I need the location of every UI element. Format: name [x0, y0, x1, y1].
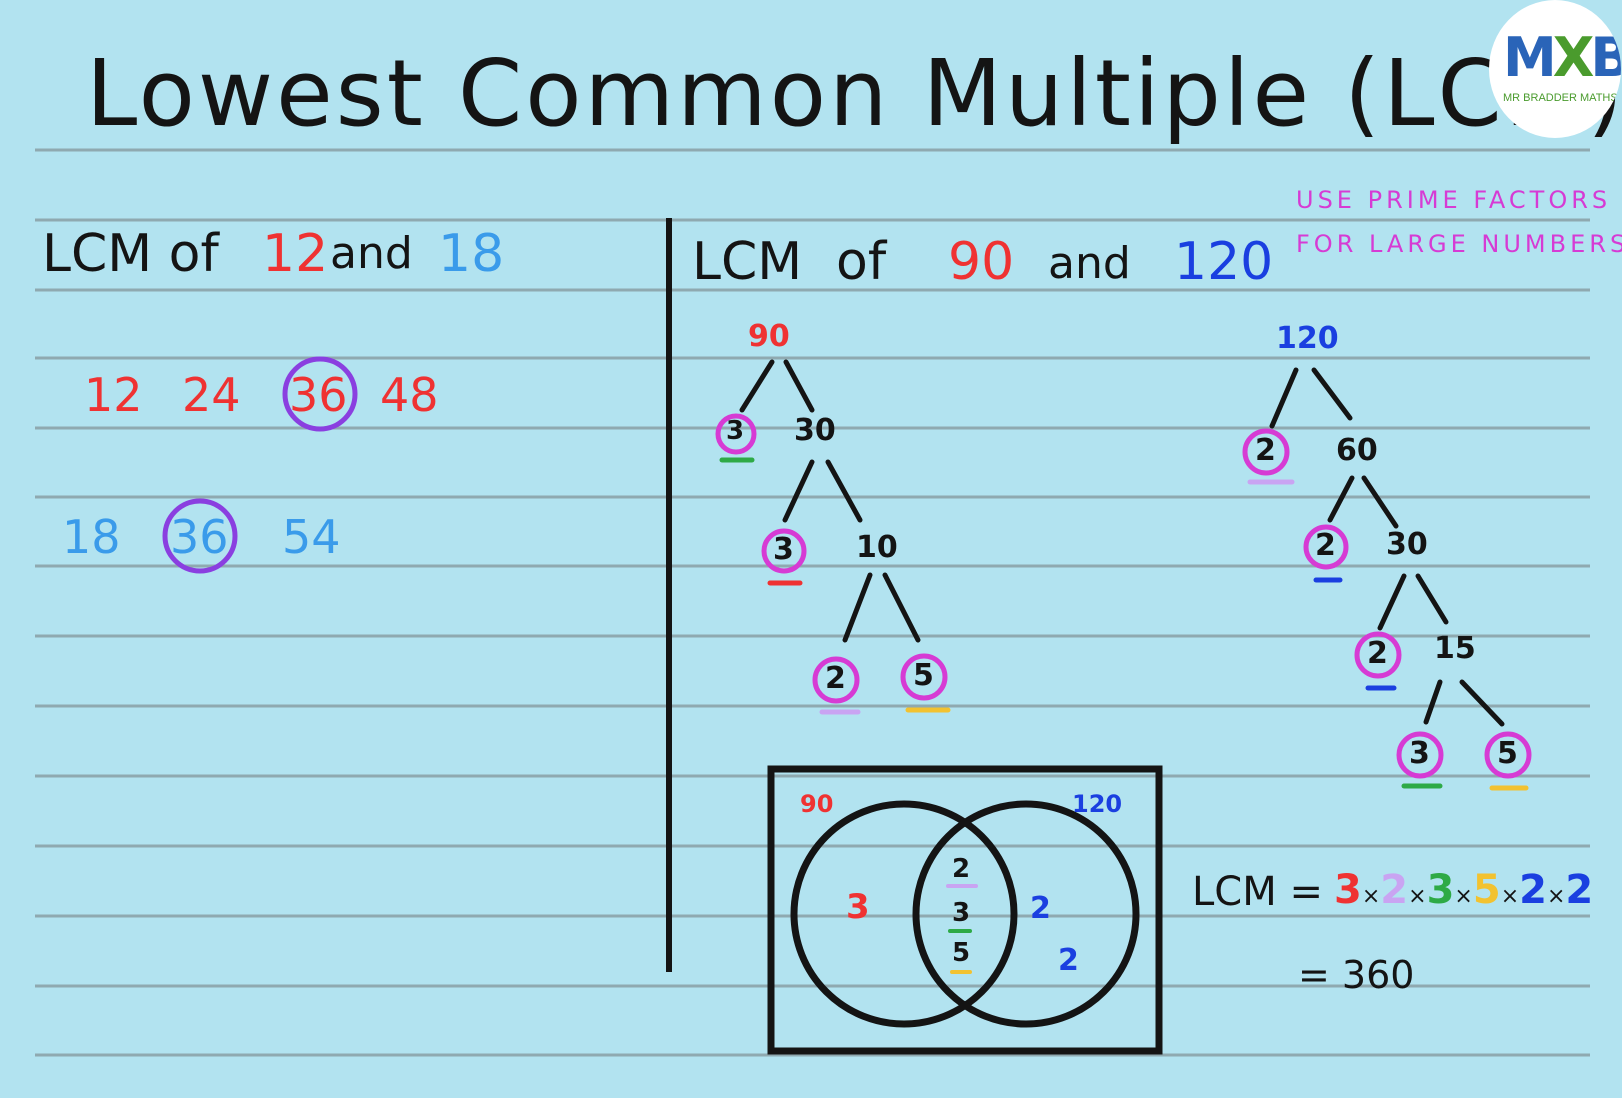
- multiple-36-a: 36: [289, 368, 348, 422]
- venn-circle-90: [790, 800, 1018, 1028]
- factor-3: 3: [1426, 867, 1455, 913]
- factor-6: 2: [1565, 867, 1594, 913]
- lcm-equation-factors: 3×2×3×5×2×2: [1334, 870, 1593, 910]
- tree-120-node-5: 5: [1497, 736, 1518, 771]
- lcm-result: = 360: [1298, 953, 1415, 997]
- left-heading-a: 12: [262, 224, 329, 284]
- multiple-48: 48: [380, 368, 439, 422]
- times-2: ×: [1408, 884, 1427, 909]
- times-3: ×: [1454, 884, 1473, 909]
- tree-120-underlines: [1247, 479, 1529, 791]
- venn-label-90: 90: [800, 790, 834, 818]
- tree-120-node-2b: 2: [1315, 528, 1336, 563]
- tree-90-branches: [739, 359, 921, 643]
- logo-mark: MXB: [1503, 26, 1621, 89]
- multiple-54: 54: [282, 510, 341, 564]
- venn-underlines: [946, 884, 978, 974]
- left-heading-b: 18: [438, 224, 505, 284]
- factor-2: 2: [1380, 867, 1409, 913]
- note-line-2: FOR LARGE NUMBERS: [1296, 230, 1622, 258]
- tree-120-node-30: 30: [1386, 527, 1428, 562]
- tree-120-node-60: 60: [1336, 433, 1378, 468]
- factor-4: 5: [1472, 867, 1501, 913]
- page-title: Lowest Common Multiple (LCM): [86, 40, 1622, 147]
- factor-5: 2: [1519, 867, 1547, 913]
- venn-both-2: 2: [952, 854, 971, 884]
- tree-120-prime-circles: [1242, 428, 1532, 779]
- tree-90-underlines: [719, 457, 951, 715]
- tree-90-node-10: 10: [856, 530, 898, 565]
- multiple-18: 18: [62, 510, 121, 564]
- venn-box: [767, 765, 1163, 1055]
- circle-36-b: [162, 498, 238, 574]
- ruled-lines: [35, 148, 1590, 1057]
- logo-subtitle: MR BRADDER MATHS: [1503, 92, 1618, 104]
- note-line-1: USE PRIME FACTORS: [1296, 186, 1612, 214]
- tree-120-branches: [1269, 367, 1505, 727]
- multiple-24: 24: [182, 368, 241, 422]
- tree-90-node-2: 2: [825, 661, 846, 696]
- venn-both-3: 3: [952, 898, 971, 928]
- mr-bradder-logo: MXB MR BRADDER MATHS: [1489, 0, 1621, 138]
- times-4: ×: [1500, 884, 1520, 909]
- tree-90-node-5: 5: [913, 658, 934, 693]
- multiple-12: 12: [84, 368, 143, 422]
- left-heading-and: and: [330, 228, 413, 279]
- right-heading-prefix: LCM: [692, 232, 803, 292]
- tree-120-node-2a: 2: [1255, 433, 1276, 468]
- venn-label-120: 120: [1072, 790, 1123, 818]
- tree-120-node-15: 15: [1434, 631, 1476, 666]
- times-1: ×: [1361, 884, 1381, 909]
- tree-90-root: 90: [748, 319, 790, 354]
- venn-both-5: 5: [952, 938, 971, 968]
- venn-only-120-2a: 2: [1030, 891, 1051, 926]
- factor-1: 3: [1334, 867, 1362, 913]
- tree-90-node-30: 30: [794, 413, 836, 448]
- venn-only-90-3: 3: [846, 887, 870, 927]
- right-heading-of: of: [836, 232, 887, 292]
- right-heading-a: 90: [948, 232, 1015, 292]
- times-5: ×: [1546, 884, 1566, 909]
- lcm-equation-lhs: LCM =: [1192, 869, 1323, 915]
- tree-90-prime-circles: [715, 413, 948, 704]
- tree-120-root: 120: [1276, 321, 1339, 356]
- right-heading-and: and: [1048, 238, 1131, 289]
- tree-90-node-3b: 3: [773, 532, 794, 567]
- tree-120-node-2c: 2: [1367, 636, 1388, 671]
- right-heading-b: 120: [1174, 232, 1274, 292]
- venn-only-120-2b: 2: [1058, 943, 1079, 978]
- tree-120-node-3: 3: [1409, 736, 1430, 771]
- venn-circle-120: [912, 800, 1140, 1028]
- multiple-36-b: 36: [170, 510, 229, 564]
- left-heading-prefix: LCM of: [42, 224, 219, 284]
- circle-36-a: [282, 356, 358, 432]
- tree-90-node-3a: 3: [726, 416, 745, 446]
